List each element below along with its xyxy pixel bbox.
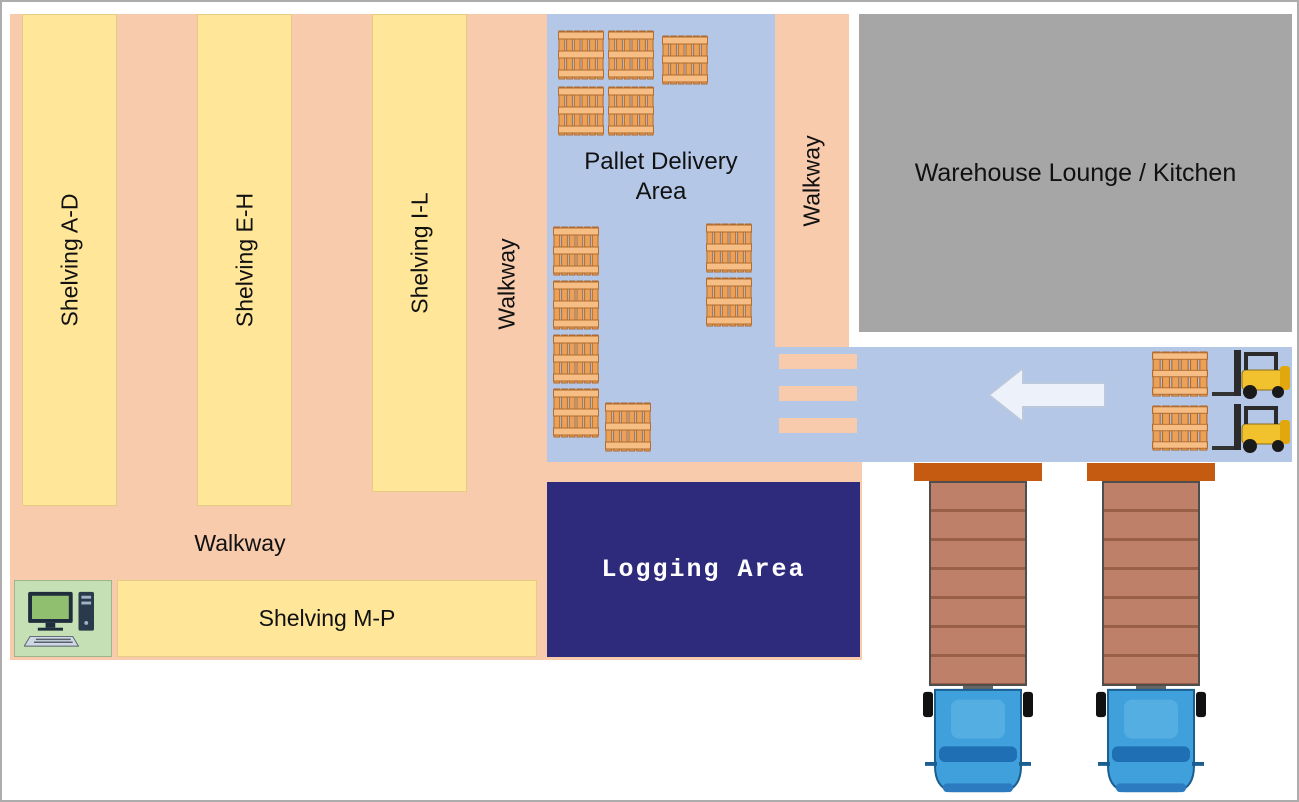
shelving-m-p-label: Shelving M-P [258, 605, 396, 631]
forklift-icon [1212, 348, 1292, 400]
pallet-icon [1152, 351, 1208, 397]
shelving-a-d: Shelving A-D [22, 14, 117, 506]
pallet-icon [608, 30, 654, 80]
walkway-right: Walkway [775, 14, 849, 347]
truck-trailer-icon [1102, 481, 1200, 686]
computer-workstation-icon [24, 588, 102, 650]
pallet-icon [706, 223, 752, 273]
pallet-icon [558, 30, 604, 80]
pallet-icon [553, 334, 599, 384]
pallet-icon [558, 86, 604, 136]
warehouse-lounge-kitchen: Warehouse Lounge / Kitchen [859, 14, 1292, 332]
truck-cab-icon [1096, 686, 1206, 798]
pallet-icon [553, 280, 599, 330]
pallet-delivery-area: Pallet Delivery Area [547, 14, 775, 462]
forklift-icon [1212, 402, 1292, 454]
dock-door [1087, 463, 1215, 481]
pallet-icon [608, 86, 654, 136]
truck-cab-icon [923, 686, 1033, 798]
shelving-a-d-label: Shelving A-D [56, 193, 82, 327]
shelving-m-p: Shelving M-P [117, 580, 537, 657]
dock-door [914, 463, 1042, 481]
walkway-bottom-label: Walkway [194, 530, 286, 556]
pallet-icon [553, 226, 599, 276]
pallet-delivery-label: Pallet Delivery Area [584, 148, 738, 205]
crosswalk-stripe [779, 354, 857, 369]
shelving-e-h-label: Shelving E-H [231, 192, 257, 328]
walkway-center: Walkway [467, 14, 547, 554]
pallet-icon [605, 402, 651, 452]
logging-area: Logging Area [547, 482, 860, 657]
crosswalk-stripe [779, 386, 857, 401]
crosswalk-stripe [779, 418, 857, 433]
left-arrow-icon [987, 365, 1107, 425]
logging-workstation [14, 580, 112, 657]
pallet-icon [1152, 405, 1208, 451]
lounge-label: Warehouse Lounge / Kitchen [914, 158, 1237, 187]
shelving-i-l-label: Shelving I-L [406, 192, 432, 314]
pallet-icon [662, 35, 708, 85]
pallet-icon [553, 388, 599, 438]
shelving-i-l: Shelving I-L [372, 14, 467, 492]
walkway-right-label: Walkway [798, 134, 825, 227]
truck-trailer-icon [929, 481, 1027, 686]
shelving-e-h: Shelving E-H [197, 14, 292, 506]
logging-area-label: Logging Area [601, 555, 806, 584]
corridor [775, 347, 1292, 462]
walkway-center-label: Walkway [493, 238, 520, 330]
pallet-icon [706, 277, 752, 327]
